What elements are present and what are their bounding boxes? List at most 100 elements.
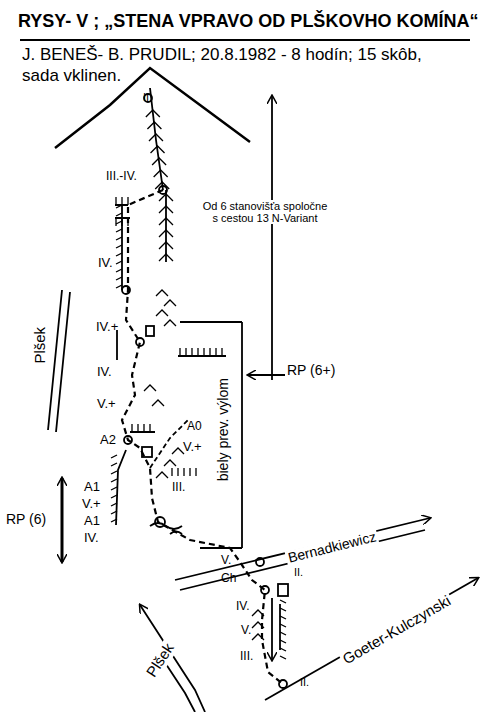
grade-note: Ch	[221, 572, 236, 585]
hatch-stroke	[149, 134, 163, 141]
hatch-stroke	[154, 170, 168, 177]
hatch-stroke	[156, 472, 168, 478]
hatch-stroke	[115, 218, 116, 226]
hatch-stroke	[152, 400, 164, 406]
hatch-stroke	[111, 479, 117, 482]
aid-grade: A0	[187, 420, 202, 433]
grade: III.	[240, 650, 253, 663]
hatch-stroke	[131, 424, 132, 432]
hatch-stroke	[209, 348, 210, 356]
hatch-stroke	[149, 424, 150, 432]
hatch-stroke	[156, 310, 168, 316]
hatch-stroke	[137, 424, 138, 432]
grade: III.	[172, 481, 185, 494]
grade: II.	[294, 566, 303, 578]
hatch-stroke	[191, 348, 192, 356]
note: biely prev. výlom	[216, 378, 231, 481]
hatch-stroke	[116, 245, 122, 248]
hatch-stroke	[164, 460, 176, 466]
hatch-stroke	[159, 254, 173, 261]
authors-note: J. BENEŠ- B. PRUDIL; 20.8.1982 - 8 hodín…	[22, 44, 462, 87]
hatch-stroke	[111, 471, 117, 474]
route-name: Plšek	[32, 325, 49, 366]
hatch-stroke	[183, 468, 184, 476]
hatch-stroke	[280, 600, 286, 603]
grade: II.	[143, 91, 152, 103]
hatch-stroke	[111, 487, 117, 490]
aid-grade: A1	[84, 480, 100, 494]
aid-grade: A1	[84, 514, 100, 528]
grade: IV.	[236, 600, 250, 613]
hatch-stroke	[111, 511, 117, 514]
hatch-stroke	[203, 348, 204, 356]
hatch-stroke	[151, 146, 165, 153]
aid-grade: A2	[100, 433, 116, 447]
hatch-stroke	[156, 290, 168, 296]
hatch-stroke	[115, 197, 116, 205]
hatch-stroke	[116, 261, 122, 264]
grade: V.+	[97, 397, 116, 411]
hatch-stroke	[159, 218, 173, 225]
grade: V.	[221, 554, 231, 567]
hatch-stroke	[164, 300, 176, 306]
hatch-stroke	[280, 616, 286, 619]
hatch-stroke	[116, 285, 122, 288]
hatch-stroke	[159, 242, 173, 249]
difficulty: RP (6+)	[285, 363, 337, 378]
hatch-stroke	[127, 197, 128, 205]
hatch-stroke	[164, 320, 176, 326]
hatch-stroke	[121, 197, 122, 205]
hatch-stroke	[252, 622, 264, 628]
hatch-stroke	[116, 213, 122, 216]
hatch-stroke	[111, 495, 117, 498]
hatch-stroke	[116, 253, 122, 256]
hatch-stroke	[116, 237, 122, 240]
hatch-stroke	[121, 218, 122, 226]
hatch-stroke	[127, 218, 128, 226]
hatch-stroke	[252, 634, 264, 640]
hatch-stroke	[195, 468, 196, 476]
hatch-stroke	[111, 503, 117, 506]
grade: V.+	[82, 497, 101, 511]
title: RYSY- V ; „STENA VPRAVO OD PLŠKOVHO KOMÍ…	[18, 12, 478, 32]
grade: IV.	[84, 531, 99, 545]
hatch-stroke	[116, 221, 122, 224]
hatch-stroke	[221, 348, 222, 356]
hatch-stroke	[280, 624, 286, 627]
hatch-stroke	[280, 640, 286, 643]
hatch-stroke	[155, 182, 169, 189]
hatch-stroke	[252, 610, 264, 616]
grade: V.	[241, 624, 251, 637]
hatch-stroke	[111, 463, 117, 466]
hatch-stroke	[116, 269, 122, 272]
difficulty: RP (6)	[4, 512, 48, 527]
hatch-stroke	[280, 632, 286, 635]
hatch-stroke	[280, 608, 286, 611]
hatch-stroke	[189, 468, 190, 476]
route-name: Goeter-Kulczynski	[338, 591, 455, 668]
hatch-stroke	[144, 385, 156, 391]
grade: IV.	[98, 256, 113, 270]
hatch-stroke	[280, 656, 286, 659]
grade: V.+	[183, 440, 202, 454]
hatch-stroke	[177, 468, 178, 476]
hatch-stroke	[147, 122, 161, 129]
hatch-stroke	[172, 448, 184, 454]
grade: IV.+	[96, 320, 118, 334]
hatch-stroke	[116, 205, 122, 208]
hatch-stroke	[143, 424, 144, 432]
hatch-stroke	[111, 455, 117, 458]
hatch-stroke	[159, 230, 173, 237]
grade: III.-IV.	[106, 170, 137, 183]
hatch-stroke	[179, 348, 180, 356]
hatch-stroke	[215, 348, 216, 356]
grade: II.	[300, 676, 309, 688]
hatch-stroke	[146, 110, 160, 117]
hatch-stroke	[280, 648, 286, 651]
hatch-stroke	[185, 348, 186, 356]
hatch-stroke	[116, 229, 122, 232]
hatch-stroke	[159, 194, 173, 201]
hatch-stroke	[159, 206, 173, 213]
hatch-stroke	[116, 277, 122, 280]
hatch-stroke	[111, 519, 117, 522]
